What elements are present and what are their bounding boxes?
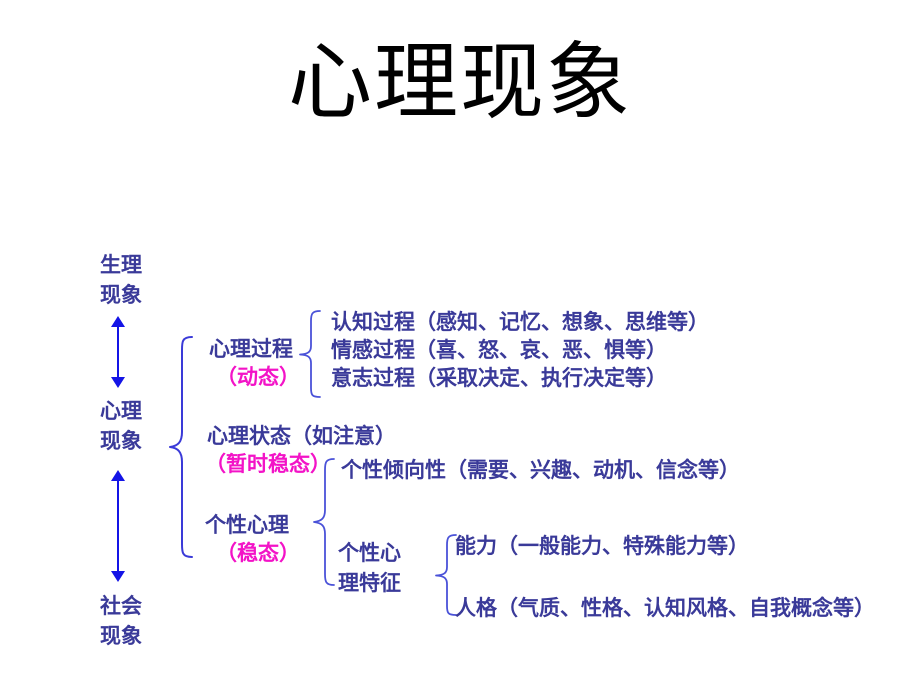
brace-traits [434, 534, 458, 616]
traits-item-character: 人格（气质、性格、认知风格、自我概念等） [455, 596, 875, 620]
personality-item-traits-label: 个性心 理特征 [338, 541, 401, 595]
branch-note-personality: （稳态） [216, 541, 300, 565]
brace-personality [312, 458, 336, 586]
branch-label-process: 心理过程 [209, 337, 293, 361]
level-label-psychological: 心理 现象 [100, 399, 142, 453]
arrow-head-up-icon [111, 470, 125, 481]
arrow-shaft [117, 478, 119, 574]
personality-item-tendency: 个性倾向性（需要、兴趣、动机、信念等） [341, 458, 740, 482]
branch-note-state: （暂时稳态） [205, 452, 331, 476]
arrow-psychological-to-social [108, 470, 128, 582]
process-item-cognitive: 认知过程（感知、记忆、想象、思维等） [331, 310, 709, 334]
traits-item-ability: 能力（一般能力、特殊能力等） [455, 534, 749, 558]
process-item-emotional: 情感过程（喜、怒、哀、恶、惧等） [331, 338, 667, 362]
arrow-shaft [117, 324, 119, 380]
arrow-head-down-icon [111, 571, 125, 582]
brace-main [168, 336, 194, 558]
arrow-physiological-to-psychological [108, 316, 128, 388]
branch-label-state: 心理状态（如注意） [207, 424, 396, 448]
branch-note-process: （动态） [216, 365, 300, 389]
level-label-social: 社会 现象 [100, 594, 142, 648]
process-item-volitional: 意志过程（采取决定、执行决定等） [331, 366, 667, 390]
level-label-physiological: 生理 现象 [100, 253, 142, 307]
branch-label-personality: 个性心理 [205, 513, 289, 537]
page-title: 心理现象 [287, 33, 632, 131]
arrow-head-up-icon [111, 316, 125, 327]
brace-process [298, 310, 322, 398]
arrow-head-down-icon [111, 377, 125, 388]
